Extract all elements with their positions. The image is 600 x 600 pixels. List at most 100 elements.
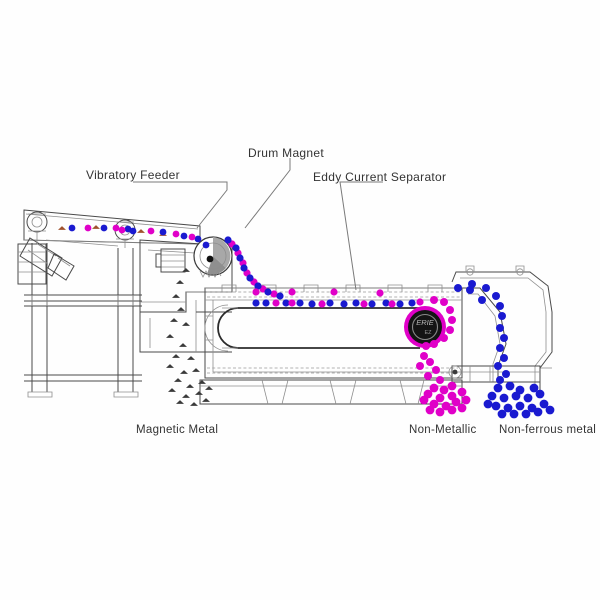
particle-non-metallic bbox=[430, 340, 438, 348]
particle-non-metallic bbox=[435, 407, 445, 417]
particle-magnetic-metal bbox=[174, 378, 182, 382]
particle-non-ferrous bbox=[511, 391, 521, 401]
particle-non-ferrous bbox=[236, 254, 244, 262]
drum-drive-motor bbox=[155, 248, 186, 273]
leader-lines bbox=[133, 158, 383, 291]
particle-non-ferrous bbox=[496, 376, 504, 384]
label-vibratory-feeder: Vibratory Feeder bbox=[86, 168, 180, 182]
particle-non-metallic bbox=[446, 326, 454, 334]
particle-magnetic-metal bbox=[182, 394, 190, 398]
particle-non-ferrous bbox=[246, 274, 254, 282]
particle-non-metallic bbox=[440, 334, 448, 342]
rotor-logo-line2: EZ bbox=[424, 330, 432, 336]
particle-magnetic-metal bbox=[192, 368, 200, 372]
particle-non-ferrous bbox=[503, 403, 513, 413]
particle-non-ferrous bbox=[496, 344, 504, 352]
particle-non-metallic bbox=[376, 289, 384, 297]
particle-non-ferrous bbox=[296, 299, 304, 307]
particle-non-ferrous bbox=[483, 399, 493, 409]
particle-magnetic-metal bbox=[172, 294, 180, 298]
particle-non-ferrous bbox=[224, 236, 232, 244]
conveyor-belt bbox=[204, 304, 420, 352]
particle-non-ferrous bbox=[340, 300, 348, 308]
particle-non-metallic bbox=[188, 233, 196, 241]
particle-non-metallic bbox=[425, 405, 435, 415]
particle-magnetic-metal bbox=[177, 307, 185, 311]
particle-non-ferrous bbox=[533, 407, 543, 417]
particle-non-ferrous bbox=[545, 405, 555, 415]
particle-non-metallic bbox=[84, 224, 92, 232]
particle-non-ferrous bbox=[408, 299, 416, 307]
particle-non-ferrous bbox=[194, 235, 202, 243]
vibratory-feeder-leader bbox=[133, 181, 228, 229]
particle-non-metallic bbox=[318, 300, 326, 308]
particle-non-ferrous bbox=[499, 393, 509, 403]
particle-non-metallic bbox=[112, 224, 120, 232]
label-magnetic-metal: Magnetic Metal bbox=[136, 424, 219, 436]
particle-non-metallic bbox=[457, 403, 467, 413]
particle-non-metallic bbox=[439, 385, 449, 395]
particle-non-ferrous bbox=[68, 224, 76, 232]
particle-non-ferrous bbox=[493, 383, 503, 393]
particle-magnetic-metal bbox=[182, 322, 190, 326]
particle-non-ferrous bbox=[529, 383, 539, 393]
particle-magnetic-metal bbox=[176, 280, 184, 284]
particle-non-metallic bbox=[172, 230, 180, 238]
particle-non-ferrous bbox=[515, 401, 525, 411]
particle-magnetic-metal bbox=[172, 354, 180, 358]
label-drum-magnet: Drum Magnet bbox=[248, 146, 324, 160]
particle-non-ferrous bbox=[308, 300, 316, 308]
particle-non-ferrous bbox=[368, 300, 376, 308]
particle-non-metallic bbox=[288, 288, 296, 296]
particle-non-ferrous bbox=[382, 299, 390, 307]
particle-magnetic-metal bbox=[202, 398, 210, 402]
label-eddy-current-separator: Eddy Current Separator bbox=[313, 170, 447, 184]
particle-non-ferrous bbox=[492, 292, 500, 300]
particle-magnetic-metal bbox=[186, 384, 194, 388]
particle-magnetic-metal bbox=[180, 370, 188, 374]
particle-non-metallic bbox=[448, 316, 456, 324]
particle-non-ferrous bbox=[326, 299, 334, 307]
particle-non-metallic bbox=[436, 376, 444, 384]
particle-non-ferrous bbox=[276, 292, 284, 300]
particle-non-ferrous bbox=[535, 389, 545, 399]
particle-magnetic-metal bbox=[182, 268, 190, 272]
label-non-ferrous-metal: Non-ferrous metal bbox=[499, 424, 597, 436]
vibrator-motor bbox=[19, 237, 75, 281]
top-latch-handles bbox=[221, 284, 443, 292]
particle-non-ferrous bbox=[491, 401, 501, 411]
particle-non-metallic bbox=[330, 288, 338, 296]
particle-non-ferrous bbox=[482, 284, 490, 292]
particle-non-ferrous bbox=[498, 312, 506, 320]
particle-non-ferrous bbox=[487, 391, 497, 401]
particle-non-metallic bbox=[422, 342, 430, 350]
drum-magnet-leader bbox=[244, 158, 291, 229]
particle-non-ferrous bbox=[502, 370, 510, 378]
particle-non-metallic bbox=[118, 226, 126, 234]
particle-magnetic-metal bbox=[190, 402, 198, 406]
particle-non-metallic bbox=[457, 387, 467, 397]
particle-non-metallic bbox=[424, 372, 432, 380]
particle-non-metallic bbox=[270, 290, 278, 298]
particle-non-metallic bbox=[360, 300, 368, 308]
particle-non-ferrous bbox=[100, 224, 108, 232]
particle-magnetic-feed bbox=[92, 225, 100, 229]
particle-non-metallic bbox=[446, 306, 454, 314]
eddy-current-separator-leader bbox=[339, 181, 383, 291]
particle-non-ferrous bbox=[202, 241, 210, 249]
particle-non-ferrous bbox=[496, 324, 504, 332]
particle-non-metallic bbox=[440, 298, 448, 306]
label-non-metallic: Non-Metallic bbox=[409, 424, 477, 436]
particle-non-ferrous bbox=[159, 228, 167, 236]
particle-non-ferrous bbox=[252, 299, 260, 307]
particle-non-ferrous bbox=[494, 362, 502, 370]
particle-non-metallic bbox=[420, 352, 428, 360]
particle-non-ferrous bbox=[264, 288, 272, 296]
particle-non-ferrous bbox=[478, 296, 486, 304]
particle-non-metallic bbox=[416, 362, 424, 370]
particle-non-ferrous bbox=[497, 409, 507, 419]
particle-non-metallic bbox=[430, 296, 438, 304]
particle-non-ferrous bbox=[454, 284, 462, 292]
particle-non-metallic bbox=[147, 227, 155, 235]
